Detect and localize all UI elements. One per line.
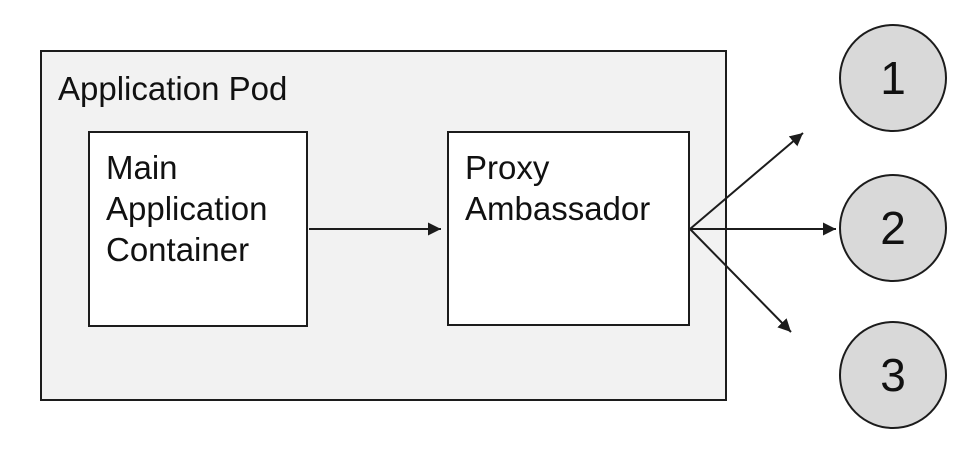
endpoint-circle-1: 1	[839, 24, 947, 132]
endpoint-2-label: 2	[880, 202, 906, 254]
application-pod-label: Application Pod	[58, 70, 288, 107]
endpoint-1-label: 1	[880, 52, 906, 104]
endpoint-circle-3: 3	[839, 321, 947, 429]
proxy-ambassador-node: Proxy Ambassador	[447, 131, 690, 326]
main-application-container-label: Main Application Container	[106, 149, 268, 268]
endpoint-circle-2: 2	[839, 174, 947, 282]
main-application-container-node: Main Application Container	[88, 131, 308, 327]
proxy-ambassador-label: Proxy Ambassador	[465, 149, 651, 227]
endpoint-3-label: 3	[880, 349, 906, 401]
